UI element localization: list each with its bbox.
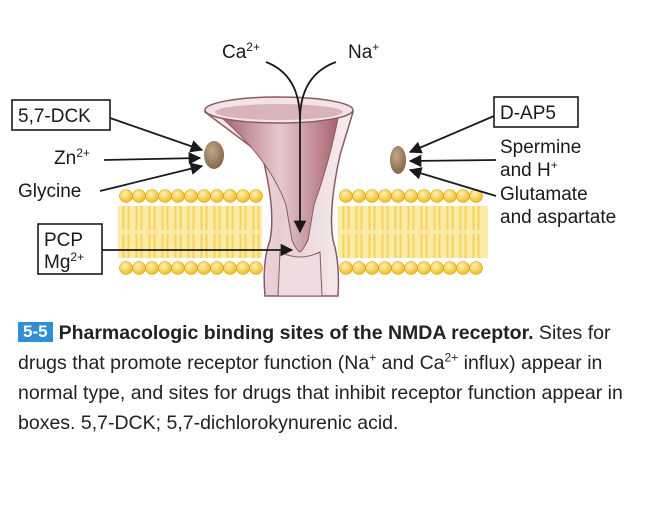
lipid-head	[249, 261, 263, 275]
na-label: Na+	[348, 40, 379, 63]
lipid-head	[430, 261, 444, 275]
lipid-head	[223, 189, 237, 203]
caption-title: Pharmacologic binding sites of the NMDA …	[58, 322, 534, 344]
lipid-head	[132, 261, 146, 275]
lipid-head	[417, 261, 431, 275]
lipid-head	[132, 189, 146, 203]
dap5-box	[493, 96, 579, 128]
lipid-head	[378, 261, 392, 275]
nmda-receptor-diagram: Ca2+ Na+ 5,7-DCK Zn2+ Glycine PCP Mg2+ D…	[11, 40, 616, 297]
lipid-head	[456, 261, 470, 275]
glutamate-label: Glutamate	[500, 184, 588, 205]
lipid-head	[456, 189, 470, 203]
figure-number: 5-5	[18, 322, 53, 342]
glycine-arrow	[99, 162, 204, 192]
aspartate-label: and aspartate	[500, 207, 616, 228]
lipid-head	[210, 261, 224, 275]
zn-label: Zn2+	[54, 146, 90, 169]
lipid-head	[249, 189, 263, 203]
lipid-head	[236, 261, 250, 275]
lipid-head	[404, 189, 418, 203]
lipid-head	[391, 261, 405, 275]
zn-arrow	[103, 151, 202, 165]
lipid-head	[443, 189, 457, 203]
lipid-head	[365, 189, 379, 203]
lipid-head	[197, 189, 211, 203]
lipid-head	[223, 261, 237, 275]
lipid-head	[236, 189, 250, 203]
lipid-head	[184, 189, 198, 203]
lipid-head	[171, 261, 185, 275]
lipid-head	[210, 189, 224, 203]
ion-flow-arrow-na	[299, 61, 337, 121]
lipid-head	[469, 261, 483, 275]
lipid-head	[430, 189, 444, 203]
receptor-channel	[203, 96, 354, 297]
pcp-label: PCP	[44, 230, 83, 251]
lipid-head	[378, 189, 392, 203]
lipid-head	[417, 189, 431, 203]
lipid-head	[119, 189, 133, 203]
dck-label: 5,7-DCK	[18, 106, 91, 127]
caption-text-3: influx) appear in normal type, and sites…	[18, 352, 623, 434]
glycine-label: Glycine	[18, 181, 81, 202]
binding-site-left	[204, 141, 224, 169]
dck-box	[11, 99, 111, 131]
lipid-bilayer	[118, 189, 488, 275]
lipid-head	[352, 189, 366, 203]
caption-sup-2: 2+	[444, 350, 459, 365]
lipid-head	[339, 189, 353, 203]
caption-sup-1: +	[369, 350, 377, 365]
caption-text-1: Sites for drugs that promote receptor fu…	[18, 322, 611, 374]
glutamate-arrow	[408, 167, 497, 197]
lipid-head	[184, 261, 198, 275]
dap5-arrow	[408, 115, 495, 154]
lipid-head	[365, 261, 379, 275]
lipid-head	[404, 261, 418, 275]
dck-arrow	[109, 117, 204, 153]
lipid-head	[197, 261, 211, 275]
spermine-h-label: and H+	[500, 158, 558, 181]
lipid-head	[391, 189, 405, 203]
lipid-head	[145, 261, 159, 275]
lipid-head	[145, 189, 159, 203]
spermine-arrow	[408, 154, 497, 168]
binding-site-right	[390, 146, 406, 174]
spermine-label: Spermine	[500, 137, 581, 158]
lipid-head	[158, 189, 172, 203]
caption-text-2: and Ca	[376, 352, 445, 374]
lipid-head	[158, 261, 172, 275]
lipid-head	[443, 261, 457, 275]
ca-label: Ca2+	[222, 40, 260, 63]
pcp-mg-box	[37, 223, 103, 275]
lipid-head	[339, 261, 353, 275]
lipid-head	[119, 261, 133, 275]
lipid-head	[352, 261, 366, 275]
lipid-head	[171, 189, 185, 203]
dap5-label: D-AP5	[500, 103, 556, 124]
mg-label: Mg2+	[44, 250, 84, 273]
